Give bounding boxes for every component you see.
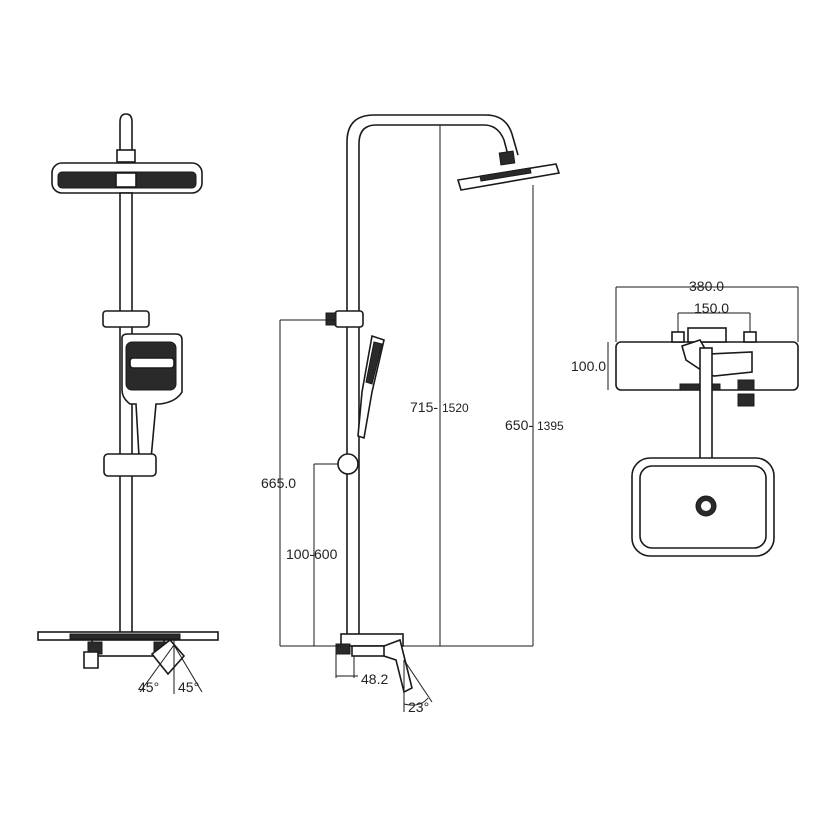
front-riser-pipe (119, 192, 133, 634)
dim-23-arc (403, 697, 429, 706)
dim-100-label: 100.0 (571, 358, 606, 374)
top-valve-right-lower (737, 393, 755, 407)
front-shelf-recess (69, 633, 181, 640)
front-angle-left-label: 45° (138, 679, 159, 695)
front-angle-line-right (173, 644, 203, 693)
front-hand-shower-insert (129, 357, 175, 369)
dim-150-label: 150.0 (694, 300, 729, 316)
top-inlet-right (743, 331, 757, 343)
dim-100-600-label: 100-600 (286, 546, 338, 562)
side-riser-inner (358, 124, 509, 636)
front-slide-holder (103, 453, 157, 477)
front-upper-bracket (102, 310, 150, 328)
side-slide-holder (337, 453, 359, 475)
front-left-valve (83, 651, 99, 669)
dim-650-label-b: 1395 (537, 419, 564, 433)
top-view: 380.0 150.0 100.0 (571, 278, 799, 557)
front-view: 45° 45° (37, 113, 219, 695)
front-angle-right-label: 45° (178, 679, 199, 695)
dim-665-label: 665.0 (261, 475, 296, 491)
dim-23-angled (403, 659, 433, 703)
top-head-joint-center (701, 501, 711, 511)
top-mixer-base (687, 327, 727, 343)
side-riser-outer (346, 114, 519, 636)
side-view: 665.0 100-600 715- 1520 650- 1395 48.2 2… (261, 114, 564, 715)
front-head-center-joint (115, 172, 137, 188)
side-head-nut (498, 150, 516, 166)
front-angle-line-left (139, 644, 175, 693)
side-upper-bracket (334, 310, 364, 328)
top-inlet-left (671, 331, 685, 343)
dim-23-label: 23° (408, 699, 429, 715)
dim-715-label-a: 715- (410, 399, 438, 415)
top-valve-right (737, 379, 755, 391)
dim-650-label-a: 650- (505, 417, 533, 433)
side-hand-shower-face (365, 341, 383, 385)
dim-715-label-b: 1520 (442, 401, 469, 415)
dim-380-label: 380.0 (689, 278, 724, 294)
front-inlet-pipe (119, 113, 133, 160)
dim-48-label: 48.2 (361, 671, 388, 687)
side-bracket-nut (325, 312, 337, 326)
side-mixer-inlet (335, 643, 351, 655)
side-head-top (479, 167, 532, 182)
front-head-nut (116, 149, 136, 163)
